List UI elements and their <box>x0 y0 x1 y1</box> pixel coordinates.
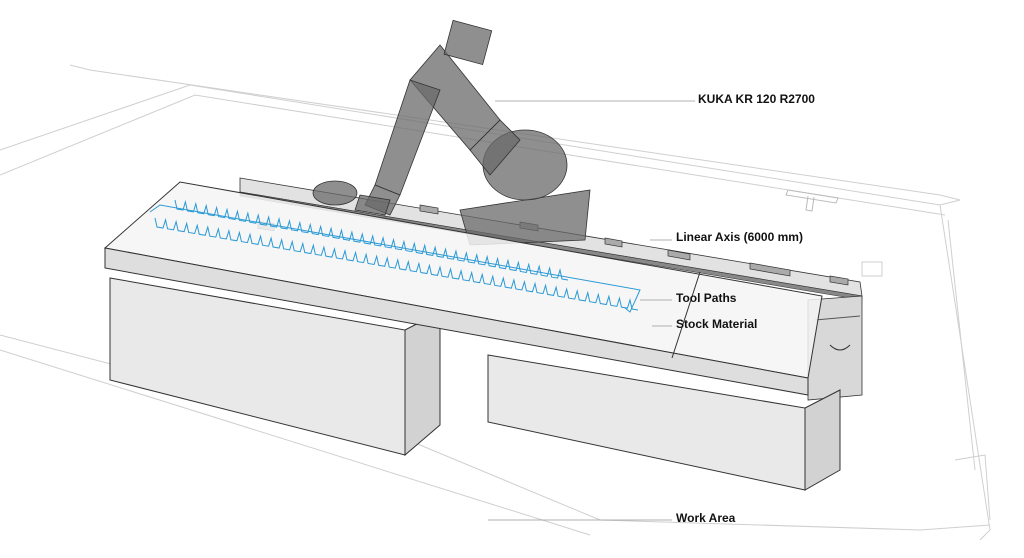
leader-lines <box>488 100 695 521</box>
tool-path-outline <box>149 204 641 313</box>
label-tool-paths: Tool Paths <box>676 291 737 305</box>
label-stock-material: Stock Material <box>676 317 758 331</box>
label-linear-axis: Linear Axis (6000 mm) <box>676 230 803 244</box>
robot-arm <box>312 19 591 246</box>
label-robot: KUKA KR 120 R2700 <box>698 92 815 106</box>
floor-fixture <box>785 189 839 212</box>
tool-paths <box>149 199 641 313</box>
tool-path-row-2 <box>154 217 639 311</box>
pedestal-left <box>109 277 441 457</box>
pedestal-right <box>487 354 841 491</box>
label-work-area: Work Area <box>676 511 736 525</box>
